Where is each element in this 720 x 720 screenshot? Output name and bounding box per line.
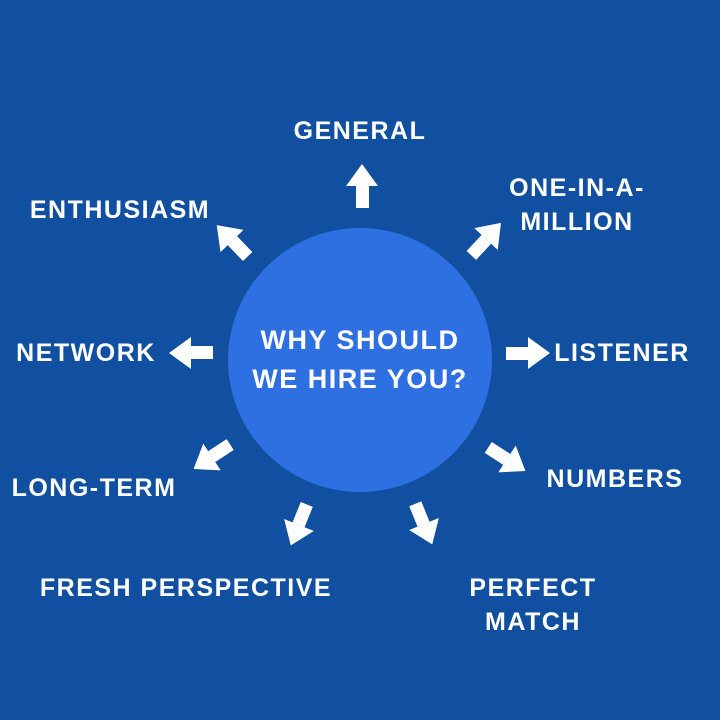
arrow-head — [169, 337, 191, 369]
label-fresh-perspective: FRESH PERSPECTIVE — [39, 574, 333, 602]
label-general: GENERAL — [293, 117, 427, 145]
arrow-head — [346, 164, 378, 186]
arrow-up-left-icon — [205, 214, 259, 268]
center-circle: WHY SHOULD WE HIRE YOU? — [228, 228, 492, 492]
label-enthusiasm: ENTHUSIASM — [29, 196, 211, 224]
label-listener: LISTENER — [554, 339, 690, 367]
arrow-down-icon — [275, 499, 322, 552]
arrow-head — [528, 337, 550, 369]
arrow-up-right-icon — [459, 211, 513, 266]
arrow-down-left-icon — [184, 432, 239, 483]
arrow-shaft — [506, 346, 528, 360]
arrow-head — [275, 519, 314, 552]
center-question: WHY SHOULD WE HIRE YOU? — [252, 324, 468, 394]
arrow-down-right-icon — [480, 434, 535, 485]
label-numbers: NUMBERS — [546, 465, 684, 493]
arrow-left-icon — [169, 337, 213, 369]
arrow-head — [409, 518, 448, 551]
label-one-in-a-million: ONE-IN-A- MILLION — [509, 174, 645, 236]
label-network: NETWORK — [16, 339, 156, 367]
arrow-shaft — [355, 186, 369, 208]
arrow-right-icon — [506, 337, 550, 369]
label-perfect-match: PERFECT MATCH — [469, 574, 597, 636]
arrow-down-icon — [401, 498, 448, 551]
arrow-up-icon — [346, 164, 378, 208]
arrow-shaft — [191, 346, 213, 360]
label-long-term: LONG-TERM — [11, 474, 177, 502]
